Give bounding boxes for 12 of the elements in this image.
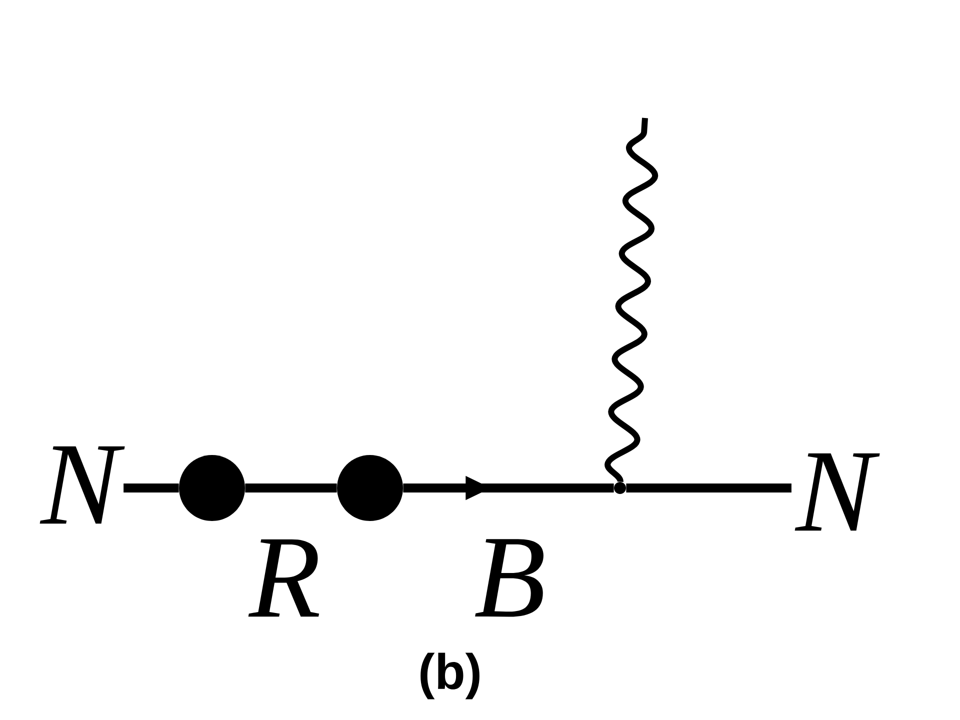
propagator-label: R [248,539,320,617]
panel-label: (b) [420,652,480,700]
fermion-line [245,484,337,492]
fermion-line [124,484,179,492]
vertex-point [614,482,626,494]
fermion-line [626,484,792,492]
propagator-label: B [475,539,544,617]
vertex-dot [337,455,403,521]
particle-label: N [794,453,880,531]
photon-line [604,118,658,484]
vertex-dot [179,455,245,521]
particle-label: N [40,446,125,524]
